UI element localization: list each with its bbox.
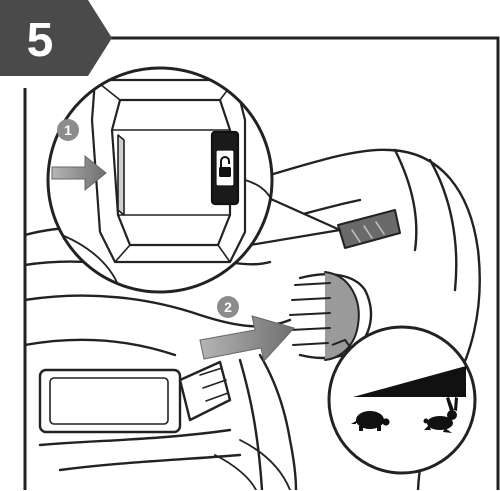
callout-number-2: 2 <box>224 299 232 315</box>
loupe-1 <box>46 66 274 294</box>
callout-badge-2: 2 <box>217 296 239 318</box>
speed-ramp <box>353 366 466 397</box>
rabbit-icon <box>423 397 458 433</box>
turtle-icon <box>351 411 390 431</box>
step-number: 5 <box>27 14 54 67</box>
loupe-2 <box>327 325 477 475</box>
callout-number-1: 1 <box>64 122 72 138</box>
arrow-2 <box>199 315 295 363</box>
lock-icon <box>219 156 231 177</box>
drill-body <box>25 148 481 490</box>
frame <box>23 36 500 490</box>
callout-badge-1: 1 <box>57 119 79 141</box>
arrow-1 <box>51 154 107 192</box>
step-tab: 5 <box>0 0 112 76</box>
loupe-1-leader <box>249 193 342 247</box>
